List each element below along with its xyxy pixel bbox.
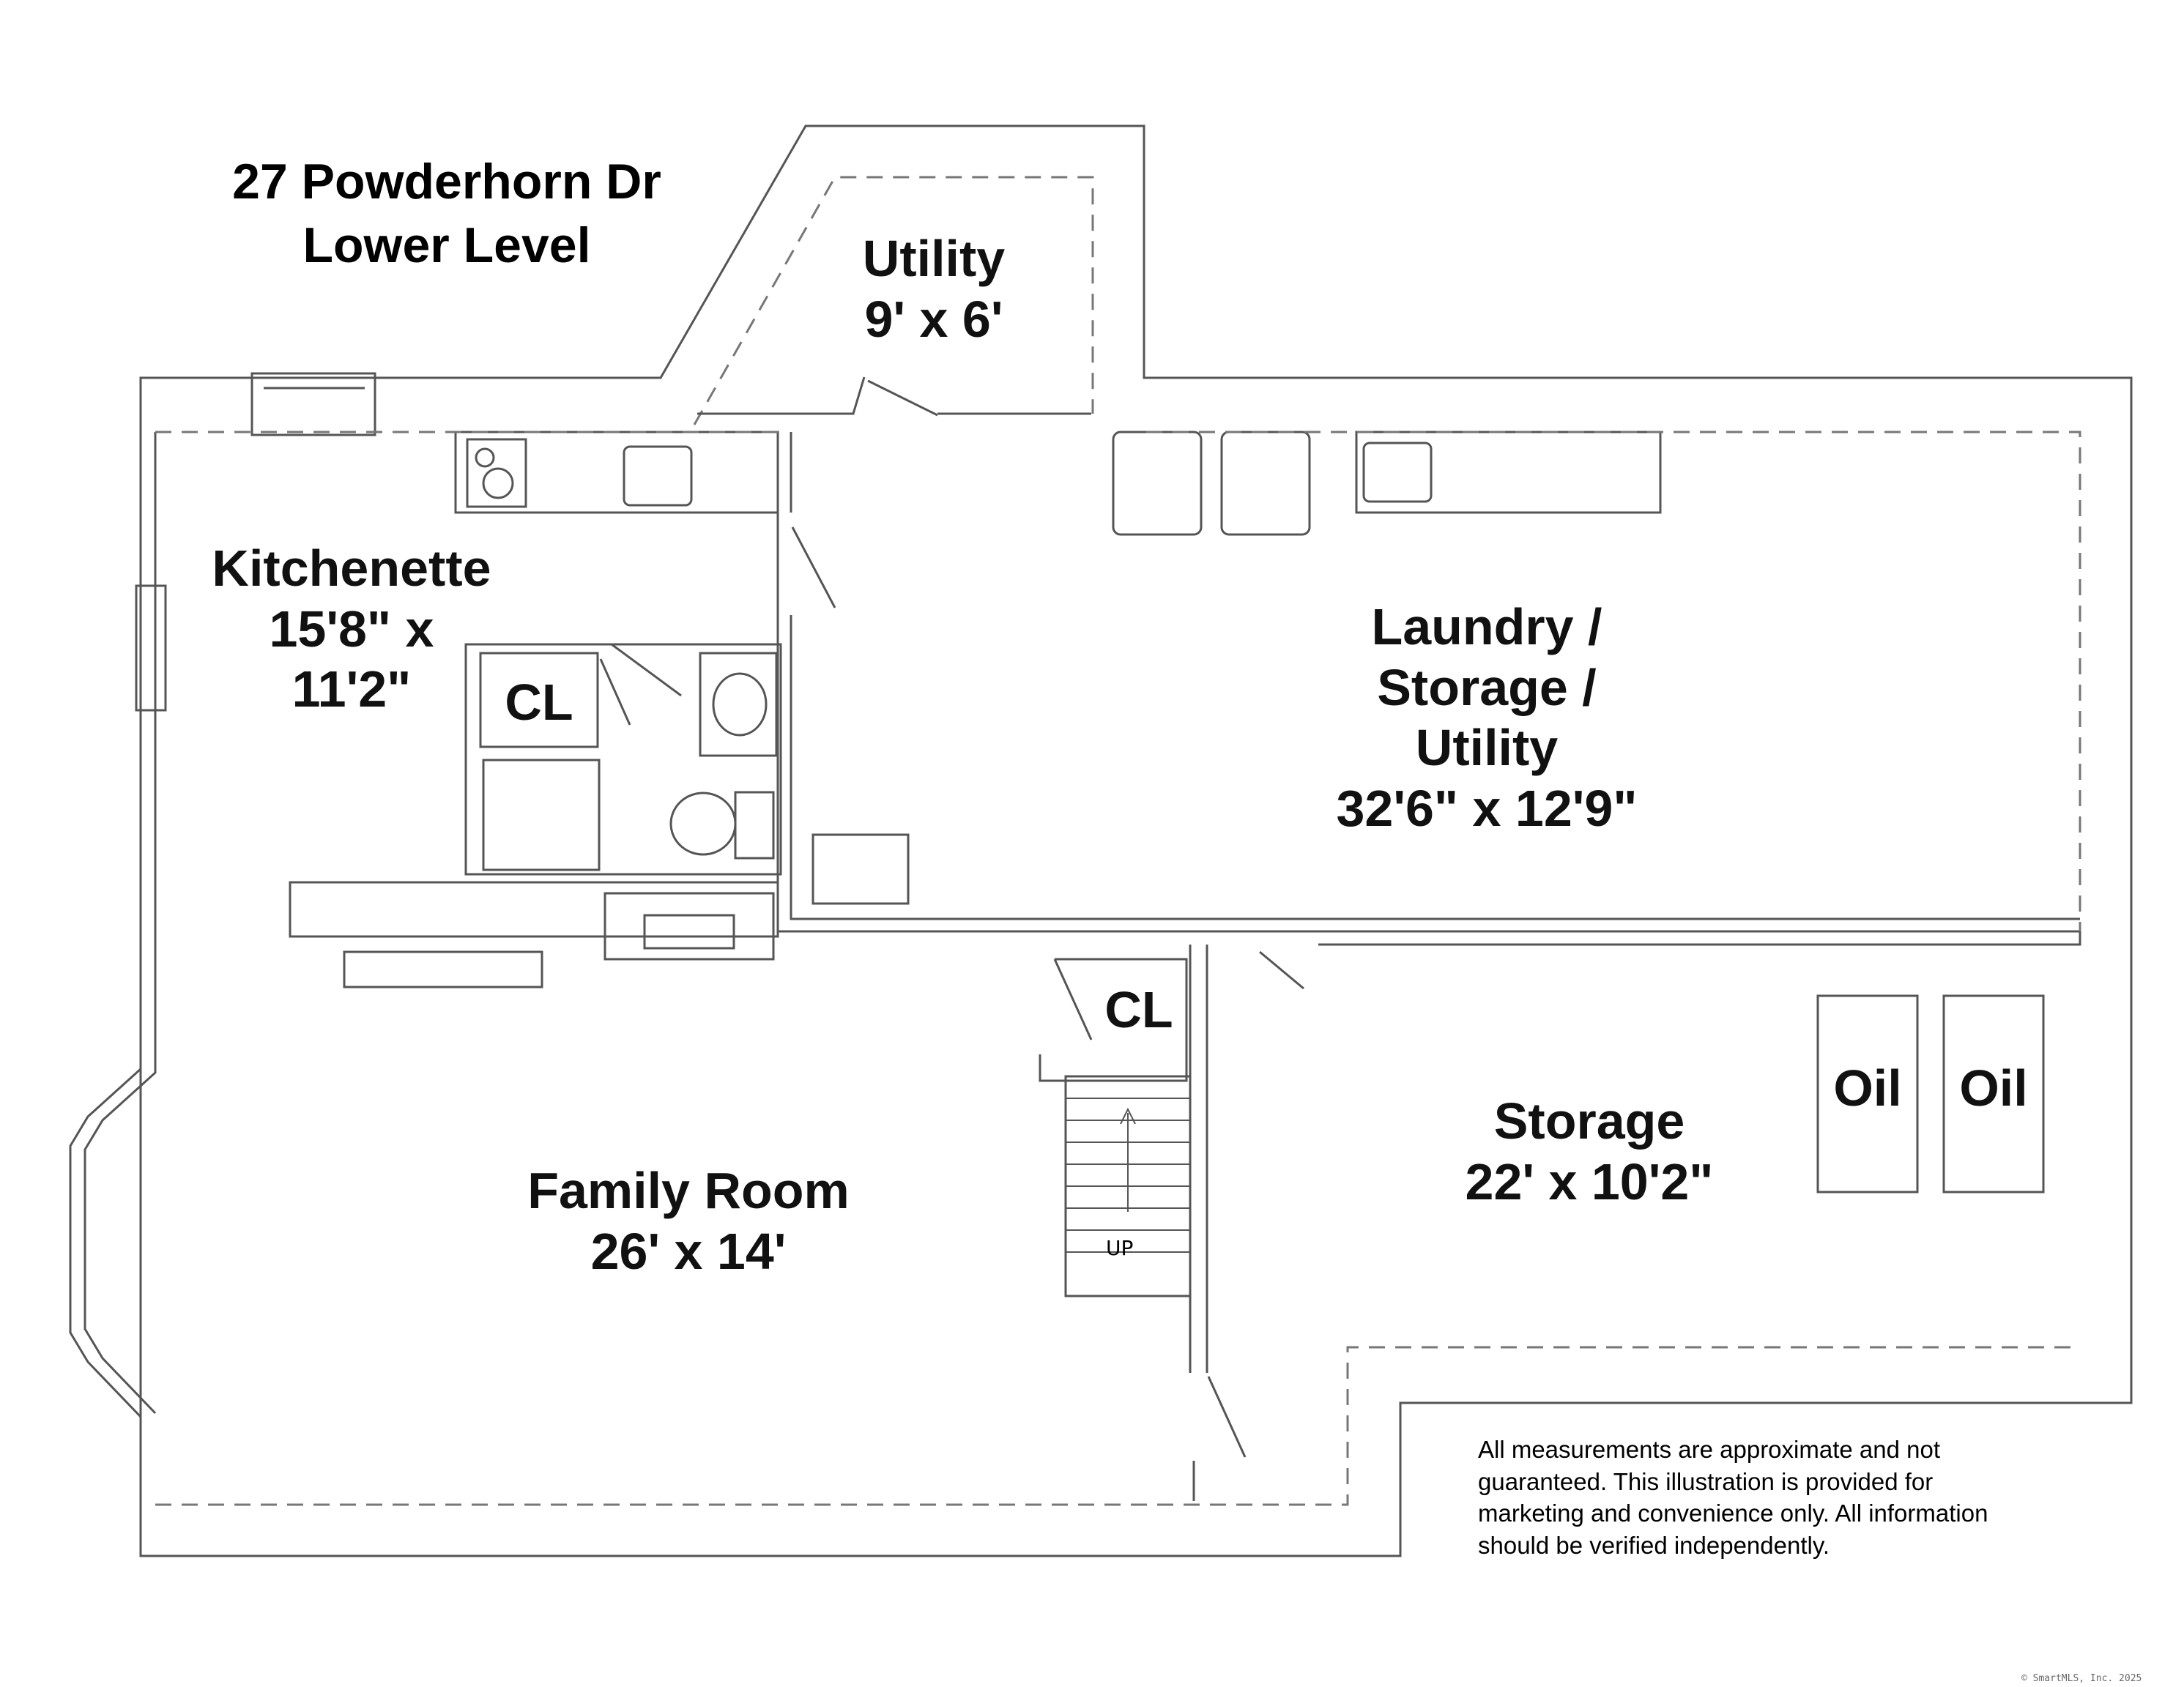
closet-cl-1 xyxy=(479,652,599,748)
laundry-dims: 32'6" x 12'9" xyxy=(1336,779,1638,837)
kitchenette-dims-2: 11'2" xyxy=(291,660,412,718)
bay-window-wall xyxy=(69,849,142,1556)
kitchenette-label: Kitchenette 15'8" x 11'2" xyxy=(168,538,535,720)
window-top xyxy=(250,372,376,436)
family-room-dashed xyxy=(155,1346,2080,1506)
plan-title: 27 Powderhorn Dr Lower Level xyxy=(183,150,710,278)
laundry-line1: Laundry / xyxy=(1371,598,1602,655)
storage-wall xyxy=(1189,945,1208,1373)
title-address: 27 Powderhorn Dr xyxy=(232,154,661,209)
disclaimer-line-3: marketing and convenience only. All info… xyxy=(1478,1500,1988,1527)
closet-cl-2 xyxy=(1039,958,1188,1082)
bath-vanity xyxy=(699,652,778,757)
laundry-line2: Storage / xyxy=(1377,658,1597,716)
disclaimer-line-4: should be verified independently. xyxy=(1478,1531,1830,1559)
hearth xyxy=(343,950,543,988)
cooktop xyxy=(466,438,527,508)
family-room-name: Family Room xyxy=(527,1162,850,1219)
shower xyxy=(482,759,601,871)
disclaimer-line-2: guaranteed. This illustration is provide… xyxy=(1478,1467,1934,1495)
closet-label-2: CL xyxy=(1104,981,1173,1038)
family-room-label: Family Room 26' x 14' xyxy=(439,1161,937,1281)
laundry-label: Laundry / Storage / Utility 32'6" x 12'9… xyxy=(1274,597,1699,838)
half-wall xyxy=(289,881,779,938)
laundry-counter xyxy=(1355,431,1662,514)
title-level: Lower Level xyxy=(302,217,591,274)
exterior-wall xyxy=(139,124,2133,1557)
oil-tank-2 xyxy=(1942,994,2045,1193)
bay-window-inner xyxy=(83,849,157,1415)
utility-dashed xyxy=(693,176,1094,425)
kitchenette-dims-1: 15'8" x xyxy=(269,600,434,658)
fireplace xyxy=(603,892,775,961)
toilet xyxy=(669,792,737,856)
oil-tank-2-label: Oil xyxy=(1959,1060,2028,1117)
utility-name: Utility xyxy=(862,230,1006,287)
kitchen-sink xyxy=(623,445,693,507)
family-room-dims: 26' x 14' xyxy=(590,1222,787,1280)
copyright-notice: © SmartMLS, Inc. 2025 xyxy=(2021,1673,2142,1684)
window-left xyxy=(135,584,167,712)
disclaimer: All measurements are approximate and not… xyxy=(1478,1434,1988,1561)
oil-tank-1 xyxy=(1816,994,1919,1193)
kitchen-dashed xyxy=(155,431,2081,931)
laundry-line3: Utility xyxy=(1415,719,1559,777)
storage-label: Storage 22' x 10'2" xyxy=(1377,1091,1802,1212)
kitchenette-name: Kitchenette xyxy=(212,540,491,597)
washer xyxy=(1112,431,1203,536)
bathroom-block xyxy=(464,643,782,876)
stairs-up-label: UP xyxy=(1106,1236,1134,1260)
storage-name: Storage xyxy=(1493,1092,1685,1150)
utility-label: Utility 9' x 6' xyxy=(824,228,1044,349)
closet-label-1: CL xyxy=(505,674,573,731)
dryer xyxy=(1220,431,1311,536)
oil-tank-1-label: Oil xyxy=(1833,1060,1902,1117)
kitchen-counter xyxy=(454,431,779,514)
disclaimer-line-1: All measurements are approximate and not xyxy=(1478,1436,1940,1463)
utility-sink xyxy=(811,833,910,905)
utility-wall xyxy=(697,376,1091,415)
storage-dims: 22' x 10'2" xyxy=(1465,1152,1714,1210)
utility-dims: 9' x 6' xyxy=(864,290,1003,348)
laundry-sink xyxy=(1362,442,1433,503)
